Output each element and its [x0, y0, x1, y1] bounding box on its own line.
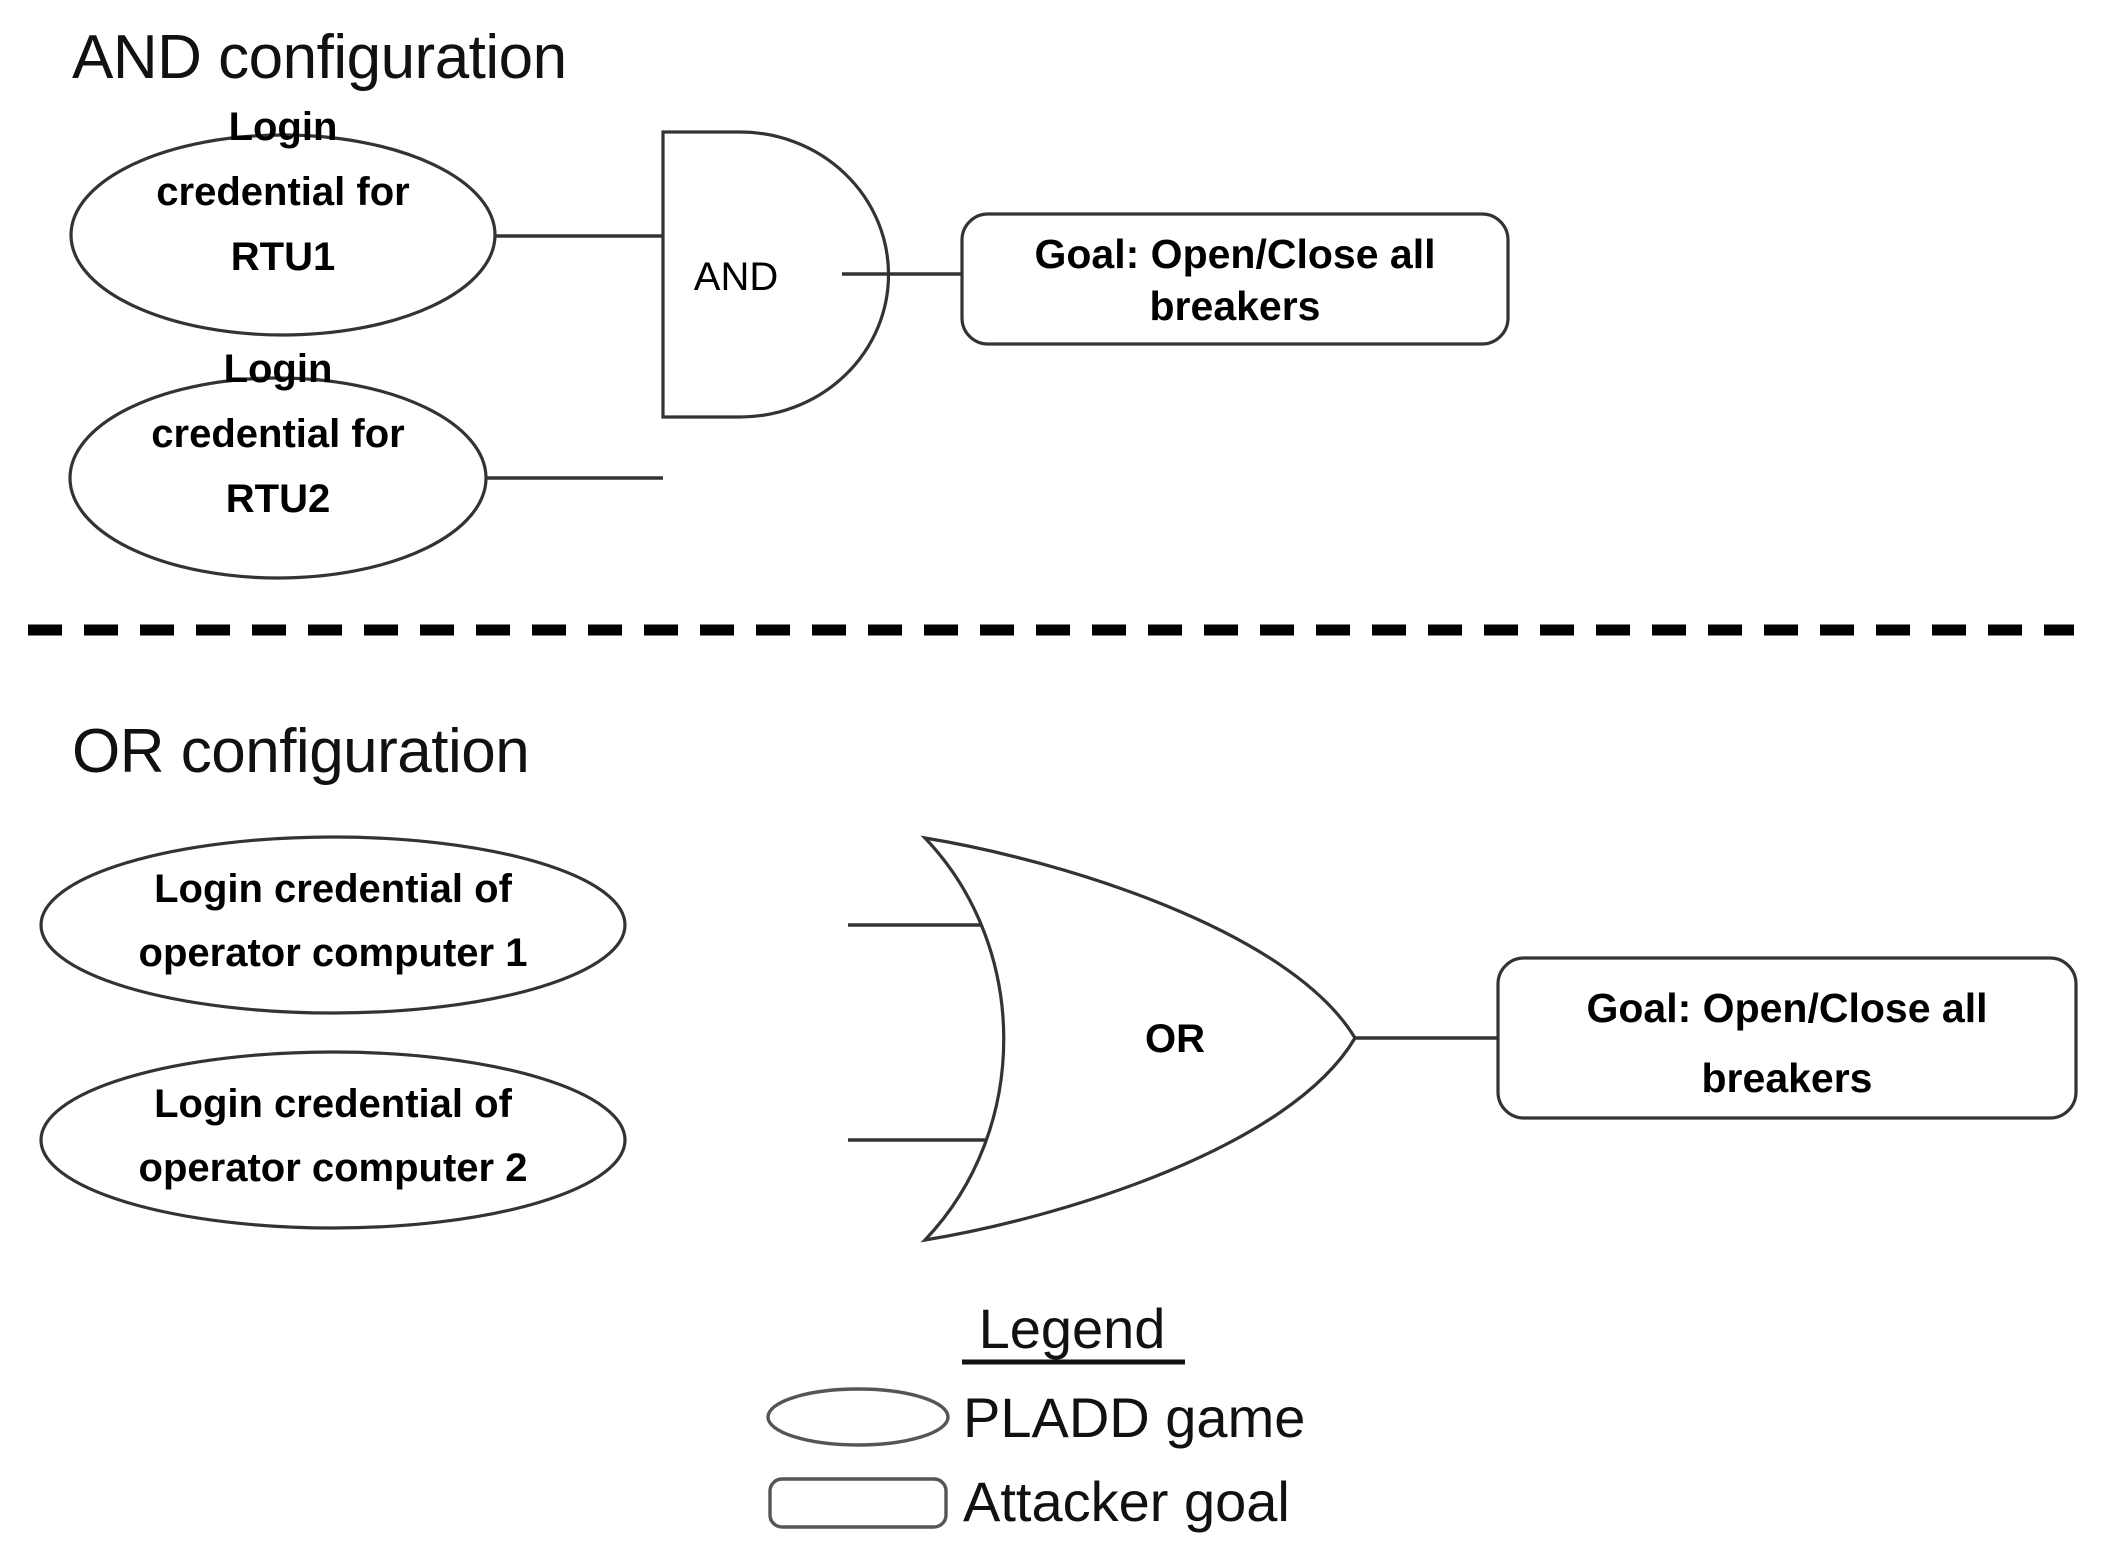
or-node-1-line1: Login credential of: [154, 867, 512, 911]
and-node-2-line1: Login: [224, 347, 333, 391]
pladd-ellipse: [39, 1050, 627, 1230]
legend: Legend PLADD game Attacker goal: [766, 1297, 1305, 1533]
or-node-2-line1: Login credential of: [154, 1082, 512, 1126]
and-section-title: AND configuration: [72, 23, 567, 92]
pladd-ellipse: [39, 835, 627, 1015]
legend-label-pladd-game: PLADD game: [963, 1386, 1305, 1449]
or-node-2[interactable]: Login credential of operator computer 2: [39, 1050, 627, 1230]
or-gate-shape: [920, 835, 1357, 1243]
legend-label-attacker-goal: Attacker goal: [963, 1470, 1290, 1533]
and-node-2-line3: RTU2: [226, 477, 330, 521]
legend-item-pladd-game: PLADD game: [766, 1386, 1305, 1449]
and-node-1[interactable]: Login credential for RTU1: [69, 105, 497, 337]
or-node-2-line2: operator computer 2: [139, 1146, 528, 1190]
and-goal-line1: Goal: Open/Close all: [1035, 231, 1436, 277]
and-goal-box[interactable]: Goal: Open/Close all breakers: [960, 212, 1510, 346]
or-goal-line1: Goal: Open/Close all: [1587, 985, 1988, 1031]
and-node-2-line2: credential for: [151, 412, 404, 456]
or-section-title: OR configuration: [72, 717, 529, 786]
rounded-rect-swatch-icon: [768, 1477, 948, 1529]
and-node-1-line1: Login: [229, 105, 338, 149]
attacker-goal-rect: [960, 212, 1510, 346]
ellipse-swatch-icon: [766, 1387, 950, 1447]
and-node-1-line3: RTU1: [231, 235, 335, 279]
and-node-1-line2: credential for: [156, 170, 409, 214]
or-goal-line2: breakers: [1702, 1055, 1873, 1101]
and-goal-line2: breakers: [1150, 283, 1321, 329]
and-gate-shape: [661, 130, 891, 419]
and-gate-label: AND: [694, 255, 778, 299]
legend-title: Legend: [979, 1297, 1166, 1360]
or-goal-box[interactable]: Goal: Open/Close all breakers: [1496, 956, 2078, 1120]
or-node-1[interactable]: Login credential of operator computer 1: [39, 835, 627, 1015]
or-node-1-line2: operator computer 1: [139, 931, 528, 975]
attacker-goal-rect: [1496, 956, 2078, 1120]
or-gate-label: OR: [1145, 1017, 1205, 1061]
and-node-2[interactable]: Login credential for RTU2: [68, 347, 488, 580]
legend-item-attacker-goal: Attacker goal: [768, 1470, 1290, 1533]
